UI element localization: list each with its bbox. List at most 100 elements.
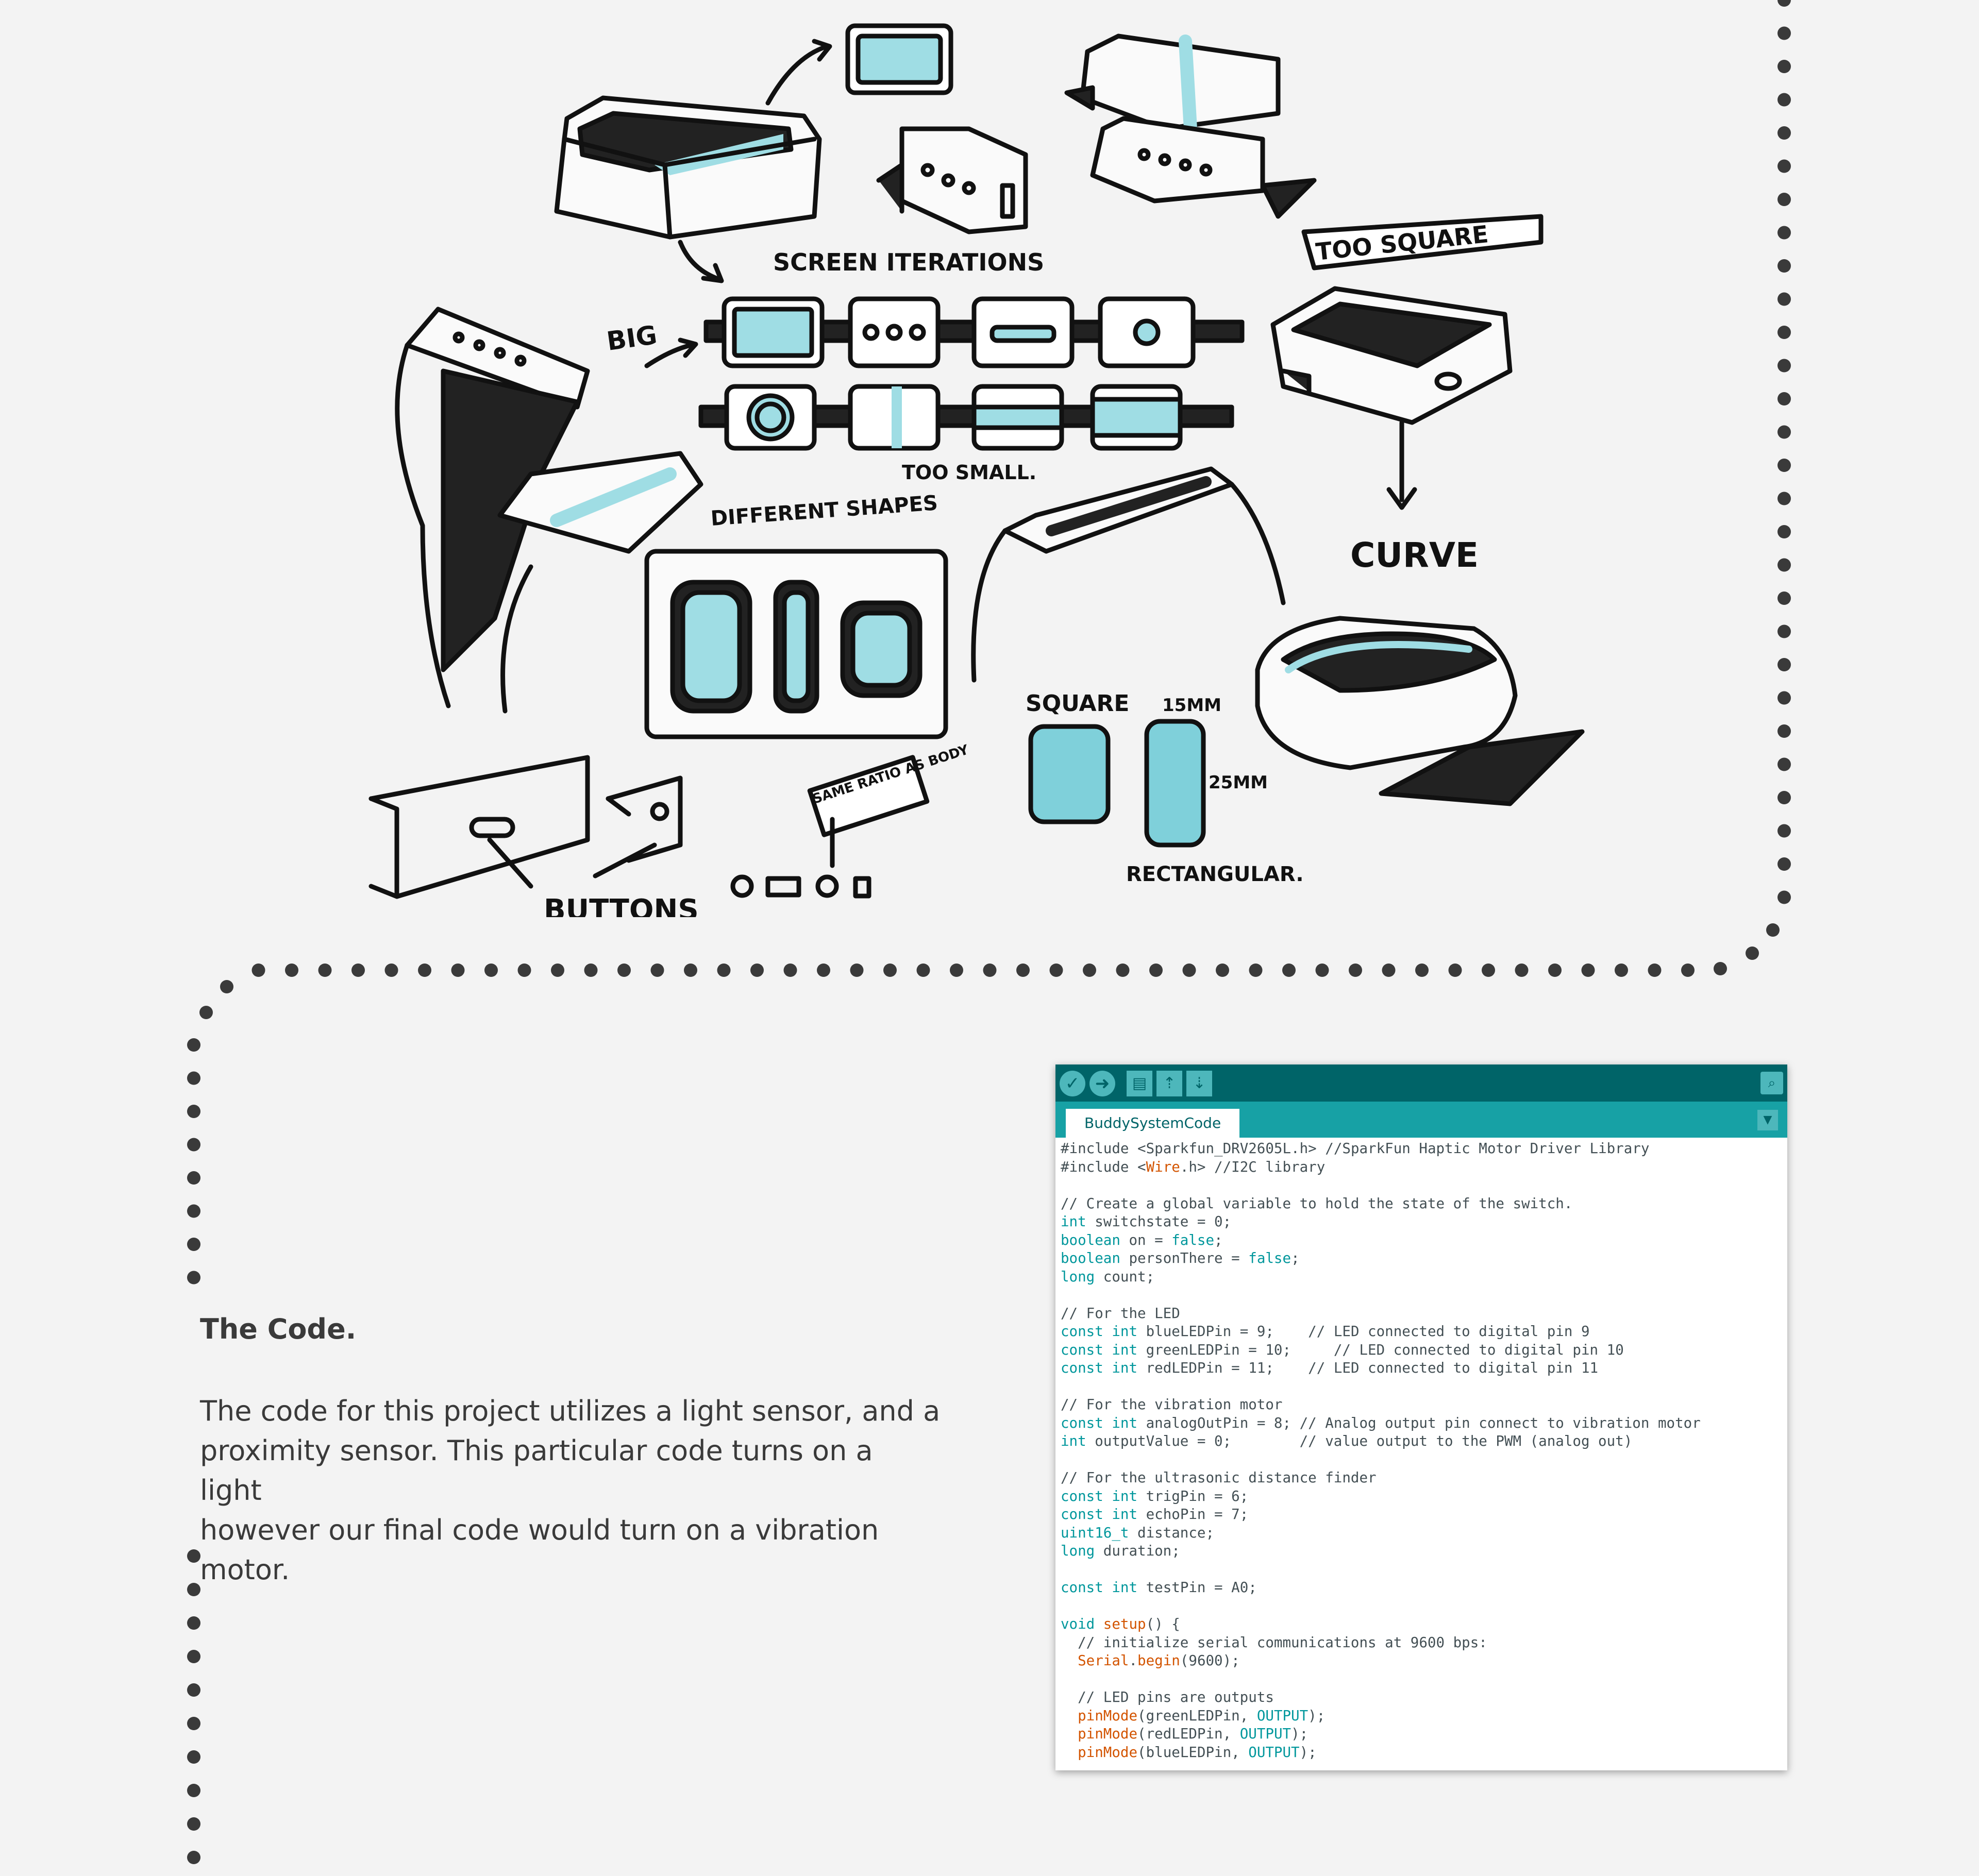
code-line: pinMode(blueLEDPin, OUTPUT);: [1061, 1744, 1782, 1762]
strap-band-sketch: [971, 466, 1286, 683]
code-line: [1061, 1597, 1782, 1616]
code-line: uint16_t distance;: [1061, 1524, 1782, 1543]
code-line: #include <Wire.h> //I2C library: [1061, 1158, 1782, 1177]
path-dot: [1777, 824, 1791, 838]
code-token: false: [1171, 1231, 1215, 1248]
save-icon[interactable]: ⇣: [1186, 1071, 1212, 1096]
code-line: [1061, 1286, 1782, 1305]
code-token: // Create a global variable to hold the …: [1061, 1195, 1573, 1212]
upload-icon[interactable]: ➜: [1089, 1071, 1115, 1096]
stacked-box-sketch: [1064, 33, 1317, 219]
path-dot: [750, 964, 764, 977]
code-line: const int blueLEDPin = 9; // LED connect…: [1061, 1323, 1782, 1341]
path-dot: [1777, 890, 1791, 904]
path-dot: [883, 964, 897, 977]
path-dot: [1548, 964, 1562, 977]
path-dot: [1777, 326, 1791, 339]
code-token: int: [1061, 1213, 1086, 1230]
path-dot: [1216, 964, 1229, 977]
code-token: .: [1129, 1652, 1138, 1669]
code-line: Serial.begin(9600);: [1061, 1652, 1782, 1670]
code-line: [1061, 1670, 1782, 1689]
path-dot: [1777, 60, 1791, 73]
code-line: [1061, 1451, 1782, 1469]
code-line: [1061, 1561, 1782, 1579]
code-token: (blueLEDPin,: [1137, 1744, 1249, 1761]
path-dot: [1746, 947, 1759, 960]
code-token: boolean: [1061, 1250, 1120, 1266]
label-rectangular: RECTANGULAR.: [1126, 863, 1304, 886]
path-dot: [584, 964, 598, 977]
code-token: // For the LED: [1061, 1305, 1180, 1322]
code-line: int outputValue = 0; // value output to …: [1061, 1432, 1782, 1451]
code-line: void setup() {: [1061, 1615, 1782, 1634]
path-dot: [187, 1105, 200, 1118]
open-icon[interactable]: ⇡: [1156, 1071, 1182, 1096]
path-dot: [1777, 392, 1791, 405]
path-dot: [1777, 93, 1791, 107]
box-sketch-large: [554, 95, 822, 240]
code-token: void: [1061, 1616, 1095, 1632]
path-dot: [187, 1204, 200, 1218]
serial-monitor-icon[interactable]: ⌕: [1760, 1072, 1783, 1094]
tab-menu-icon[interactable]: ▼: [1757, 1110, 1778, 1130]
code-line: const int redLEDPin = 11; // LED connect…: [1061, 1359, 1782, 1378]
label-15mm: 15MM: [1162, 695, 1221, 716]
square-screen-sketch: [1028, 724, 1111, 824]
path-dot: [1766, 923, 1780, 937]
tab-buddysystemcode[interactable]: BuddySystemCode: [1066, 1109, 1240, 1138]
code-token: const: [1061, 1414, 1103, 1431]
path-dot: [1448, 964, 1462, 977]
code-token: const: [1061, 1323, 1103, 1340]
path-dot: [1049, 964, 1063, 977]
code-token: trigPin = 6;: [1137, 1488, 1249, 1505]
code-token: int: [1112, 1579, 1138, 1596]
screen-iterations-row-1: [703, 296, 1245, 368]
path-dot: [187, 1683, 200, 1697]
path-dot: [1016, 964, 1030, 977]
code-line: int switchstate = 0;: [1061, 1213, 1782, 1231]
code-token: outputValue = 0; // value output to the …: [1086, 1433, 1633, 1449]
ide-toolbar: ✓ ➜ ▤ ⇡ ⇣ ⌕: [1055, 1064, 1787, 1102]
path-dot: [199, 1006, 213, 1019]
path-dot: [1777, 459, 1791, 472]
code-line: const int greenLEDPin = 10; // LED conne…: [1061, 1341, 1782, 1360]
code-token: [1103, 1415, 1112, 1431]
ide-tabbar: BuddySystemCode ▼: [1055, 1102, 1787, 1138]
sketch-illustration: SCREEN ITERATIONS BIG TOO SQUARE TOO SMA…: [368, 23, 1585, 917]
path-dot: [187, 1650, 200, 1663]
code-token: begin: [1137, 1652, 1180, 1669]
code-line: // For the vibration motor: [1061, 1396, 1782, 1414]
code-token: boolean: [1061, 1231, 1120, 1248]
code-token: switchstate = 0;: [1086, 1213, 1232, 1230]
path-dot: [187, 1817, 200, 1831]
path-dot: [187, 1784, 200, 1797]
label-different-shapes: DIFFERENT SHAPES: [710, 491, 938, 531]
code-line: const int trigPin = 6;: [1061, 1488, 1782, 1506]
code-line: // Create a global variable to hold the …: [1061, 1195, 1782, 1213]
path-dot: [517, 964, 531, 977]
path-dot: [1777, 226, 1791, 240]
path-dot: [1116, 964, 1130, 977]
path-dot: [1149, 964, 1163, 977]
verify-icon[interactable]: ✓: [1060, 1071, 1085, 1096]
code-token: (9600);: [1180, 1652, 1240, 1669]
code-token: int: [1112, 1488, 1138, 1505]
code-editor[interactable]: #include <Sparkfun_DRV2605L.h> //SparkFu…: [1061, 1140, 1782, 1762]
arduino-ide-window: ✓ ➜ ▤ ⇡ ⇣ ⌕ BuddySystemCode ▼ #include <…: [1055, 1064, 1787, 1770]
code-line: long duration;: [1061, 1542, 1782, 1561]
path-dot: [1777, 658, 1791, 671]
path-dot: [1415, 964, 1429, 977]
path-dot: [187, 1851, 200, 1864]
code-token: int: [1112, 1360, 1138, 1376]
path-dot: [351, 964, 365, 977]
path-dot: [783, 964, 797, 977]
path-dot: [187, 1238, 200, 1251]
new-icon[interactable]: ▤: [1127, 1071, 1152, 1096]
path-dot: [1777, 359, 1791, 373]
path-dot: [187, 1616, 200, 1630]
code-token: (greenLEDPin,: [1137, 1707, 1257, 1724]
path-dot: [484, 964, 498, 977]
code-line: boolean personThere = false;: [1061, 1249, 1782, 1268]
